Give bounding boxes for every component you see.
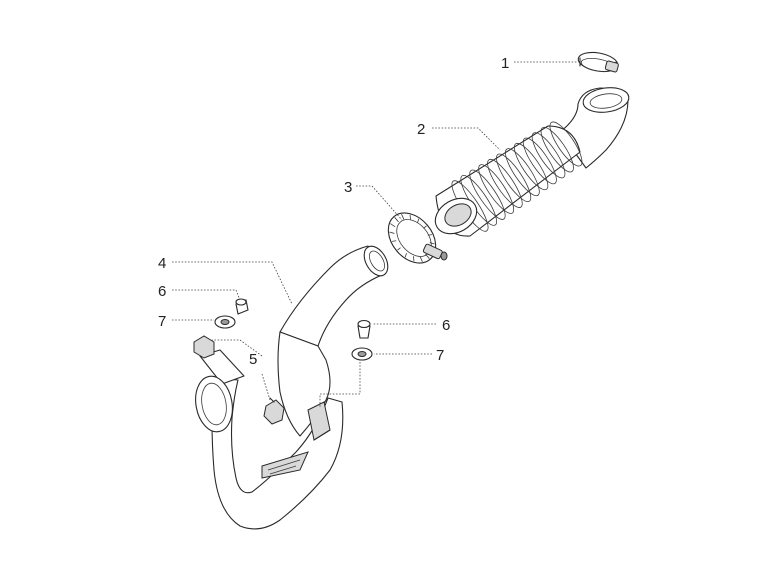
callout-5: 5 — [249, 351, 257, 368]
clamp-tooth — [391, 240, 397, 242]
bellows-rib — [513, 142, 549, 191]
callouts: 1 2 3 4 6 7 5 6 7 — [158, 55, 509, 368]
bellows-rib — [469, 169, 506, 220]
callout-1: 1 — [501, 55, 509, 72]
callout-7-right: 7 — [436, 347, 444, 364]
bellows-rib — [487, 158, 523, 208]
clamp-tooth — [417, 218, 420, 224]
clamp-tooth — [429, 242, 435, 245]
clamp-tooth — [425, 253, 430, 259]
callout-6-right: 6 — [442, 317, 450, 334]
part-3-hose-clamp — [387, 212, 448, 264]
callout-2: 2 — [417, 121, 425, 138]
part-2-bellows-hose — [434, 87, 630, 237]
clamp-tooth — [409, 214, 411, 220]
clamp-tooth — [394, 217, 399, 223]
bellows-rib — [478, 164, 515, 214]
callout-7-left: 7 — [158, 313, 166, 330]
bellows-rib — [496, 153, 532, 203]
part-4-exhaust-pipe — [193, 245, 389, 530]
clamp-tooth — [401, 214, 405, 220]
bellows-ribs — [451, 121, 583, 232]
bellows-rib — [540, 126, 574, 173]
clamp-tooth — [404, 252, 407, 258]
leader-lines — [172, 61, 578, 408]
bellows-rib — [505, 148, 540, 197]
part-1-hose-clamp — [577, 51, 619, 73]
bellows-rib — [531, 132, 566, 179]
clamp-tooth — [397, 247, 401, 251]
part-7-washer-right — [351, 347, 373, 361]
clamp-tooth — [427, 234, 433, 236]
clamp-tooth — [413, 256, 415, 262]
callout-4: 4 — [158, 255, 166, 272]
bellows-rib — [522, 137, 557, 185]
part-7-washer-left — [214, 315, 236, 329]
bellows-rib — [549, 121, 583, 167]
clamp-tooth — [389, 231, 395, 234]
clamp-tooth — [423, 225, 427, 229]
part-6-screw-right — [357, 319, 371, 339]
callout-3: 3 — [344, 179, 352, 196]
callout-6-left: 6 — [158, 283, 166, 300]
clamp-tooth — [390, 223, 396, 228]
part-6-screw-left — [235, 298, 249, 315]
clamp-tooth — [419, 256, 423, 262]
